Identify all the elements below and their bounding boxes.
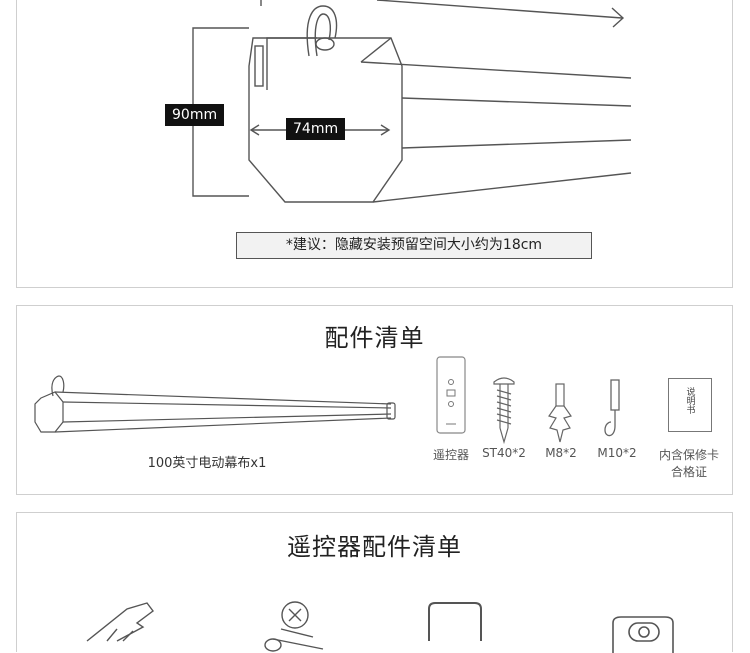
installation-space-note: *建议：隐藏安装预留空间大小约为18cm: [236, 232, 592, 259]
remote-partial-icon: [428, 602, 482, 641]
accessories-panel: 配件清单 100英寸电动幕布x1 遥控器 ST40*2: [16, 305, 733, 495]
screw-st40-icon: [493, 377, 515, 445]
screen-roller-image: [34, 375, 396, 433]
width-dimension-label: 74mm: [286, 118, 346, 140]
height-dimension-label: 90mm: [165, 104, 225, 126]
remote-control-image: [436, 356, 466, 434]
screw-partial-icon: [264, 601, 324, 652]
accessories-title: 配件清单: [324, 324, 425, 352]
bracket-partial-icon: [612, 616, 674, 653]
remote-accessories-panel: 遥控器配件清单: [16, 512, 733, 653]
item-label-st40: ST40*2: [482, 446, 526, 460]
screen-cross-section-diagram: [192, 0, 632, 203]
anchor-partial-icon: [86, 602, 154, 642]
remote-accessories-title: 遥控器配件清单: [287, 533, 462, 561]
item-label-screen: 100英寸电动幕布x1: [147, 456, 267, 471]
item-label-m10: M10*2: [597, 446, 637, 460]
item-label-m8: M8*2: [545, 446, 577, 460]
anchor-m8-icon: [548, 383, 572, 443]
manual-card-image: 说明书: [668, 378, 712, 432]
item-label-certificate: 合格证: [670, 465, 707, 479]
hook-m10-icon: [604, 379, 620, 437]
dimension-panel: 90mm 74mm *建议：隐藏安装预留空间大小约为18cm: [16, 0, 733, 288]
manual-card-text: 说明书: [684, 387, 695, 414]
item-label-remote: 遥控器: [432, 448, 469, 462]
item-label-warranty-card: 内含保修卡: [658, 448, 719, 462]
